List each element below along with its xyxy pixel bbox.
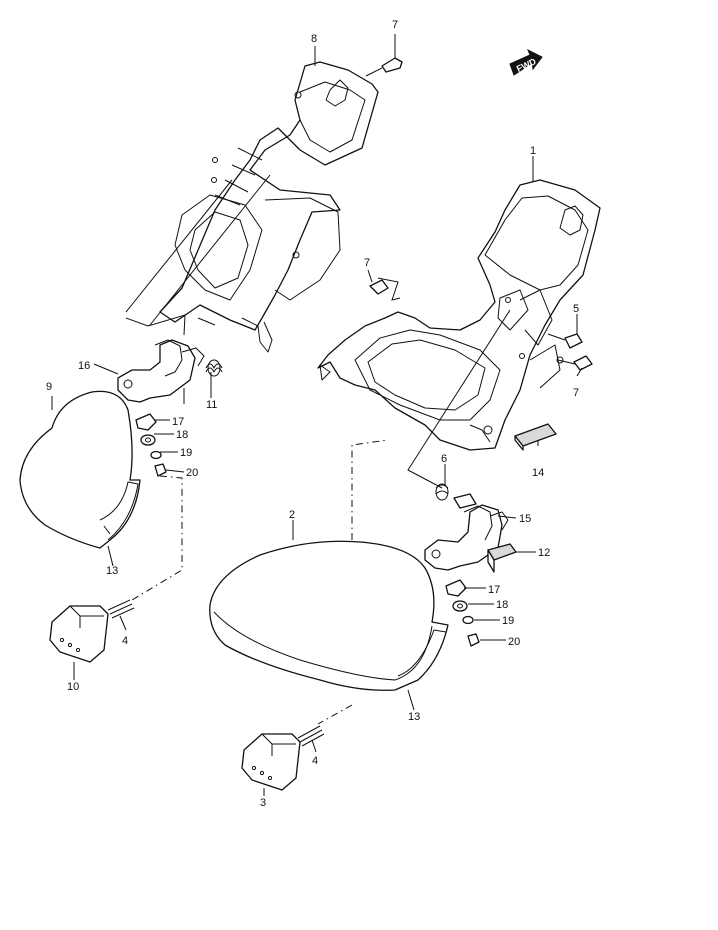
callout-7: 7: [573, 387, 579, 399]
part-9-seat-cushion: [19, 390, 141, 549]
callout-8: 8: [311, 33, 317, 45]
callout-18: 18: [176, 429, 188, 441]
part-7-screw-right: [557, 355, 593, 371]
callout-7: 7: [392, 19, 398, 31]
part-11-spring: [205, 359, 223, 377]
callout-6: 6: [441, 453, 447, 465]
part-7-screw-top: [365, 57, 403, 77]
part-4-spring-left: [107, 599, 135, 619]
callout-5: 5: [573, 303, 579, 315]
callout-14: 14: [532, 467, 544, 479]
callout-16: 16: [78, 360, 90, 372]
callout-17: 17: [488, 584, 500, 596]
callout-3: 3: [260, 797, 266, 809]
callout-4: 4: [122, 635, 128, 647]
part-3-latch: [241, 733, 301, 791]
part-4-spring-right: [297, 725, 325, 747]
callout-labels: 8 7 1 7 5 7 9 16 11 17 18 19 20 13 2 6 1…: [46, 19, 579, 809]
callout-13: 13: [408, 711, 420, 723]
callout-17: 17: [172, 416, 184, 428]
callout-12: 12: [538, 547, 550, 559]
fwd-arrow-icon: FWD: [509, 48, 543, 76]
callout-15: 15: [519, 513, 531, 525]
callout-20: 20: [508, 636, 520, 648]
callout-13: 13: [106, 565, 118, 577]
part-14-pad: [514, 423, 557, 451]
callout-18: 18: [496, 599, 508, 611]
fastener-stack-left: [135, 413, 167, 477]
callout-10: 10: [67, 681, 79, 693]
callout-19: 19: [180, 447, 192, 459]
part-7-screw-mid: [369, 279, 389, 295]
part-6-spring: [435, 483, 477, 509]
part-5-screw: [547, 333, 583, 349]
callout-9: 9: [46, 381, 52, 393]
callout-2: 2: [289, 509, 295, 521]
callout-7: 7: [364, 257, 370, 269]
callout-19: 19: [502, 615, 514, 627]
leader-lines: [51, 34, 583, 796]
part-10-latch: [49, 605, 109, 663]
part-15-hinge-bracket: [424, 504, 509, 571]
callout-20: 20: [186, 467, 198, 479]
callout-1: 1: [530, 145, 536, 157]
part-8-seat-cover-frame: [159, 61, 379, 353]
alignment-lines: [125, 174, 511, 725]
fastener-stack-right: [445, 579, 480, 647]
part-2-seat-cushion: [209, 540, 449, 691]
callout-4: 4: [312, 755, 318, 767]
callout-11: 11: [206, 399, 217, 411]
part-1-seat-cover-frame: [317, 179, 601, 451]
part-16-hinge-bracket: [117, 339, 205, 403]
part-12-pad: [487, 543, 517, 573]
